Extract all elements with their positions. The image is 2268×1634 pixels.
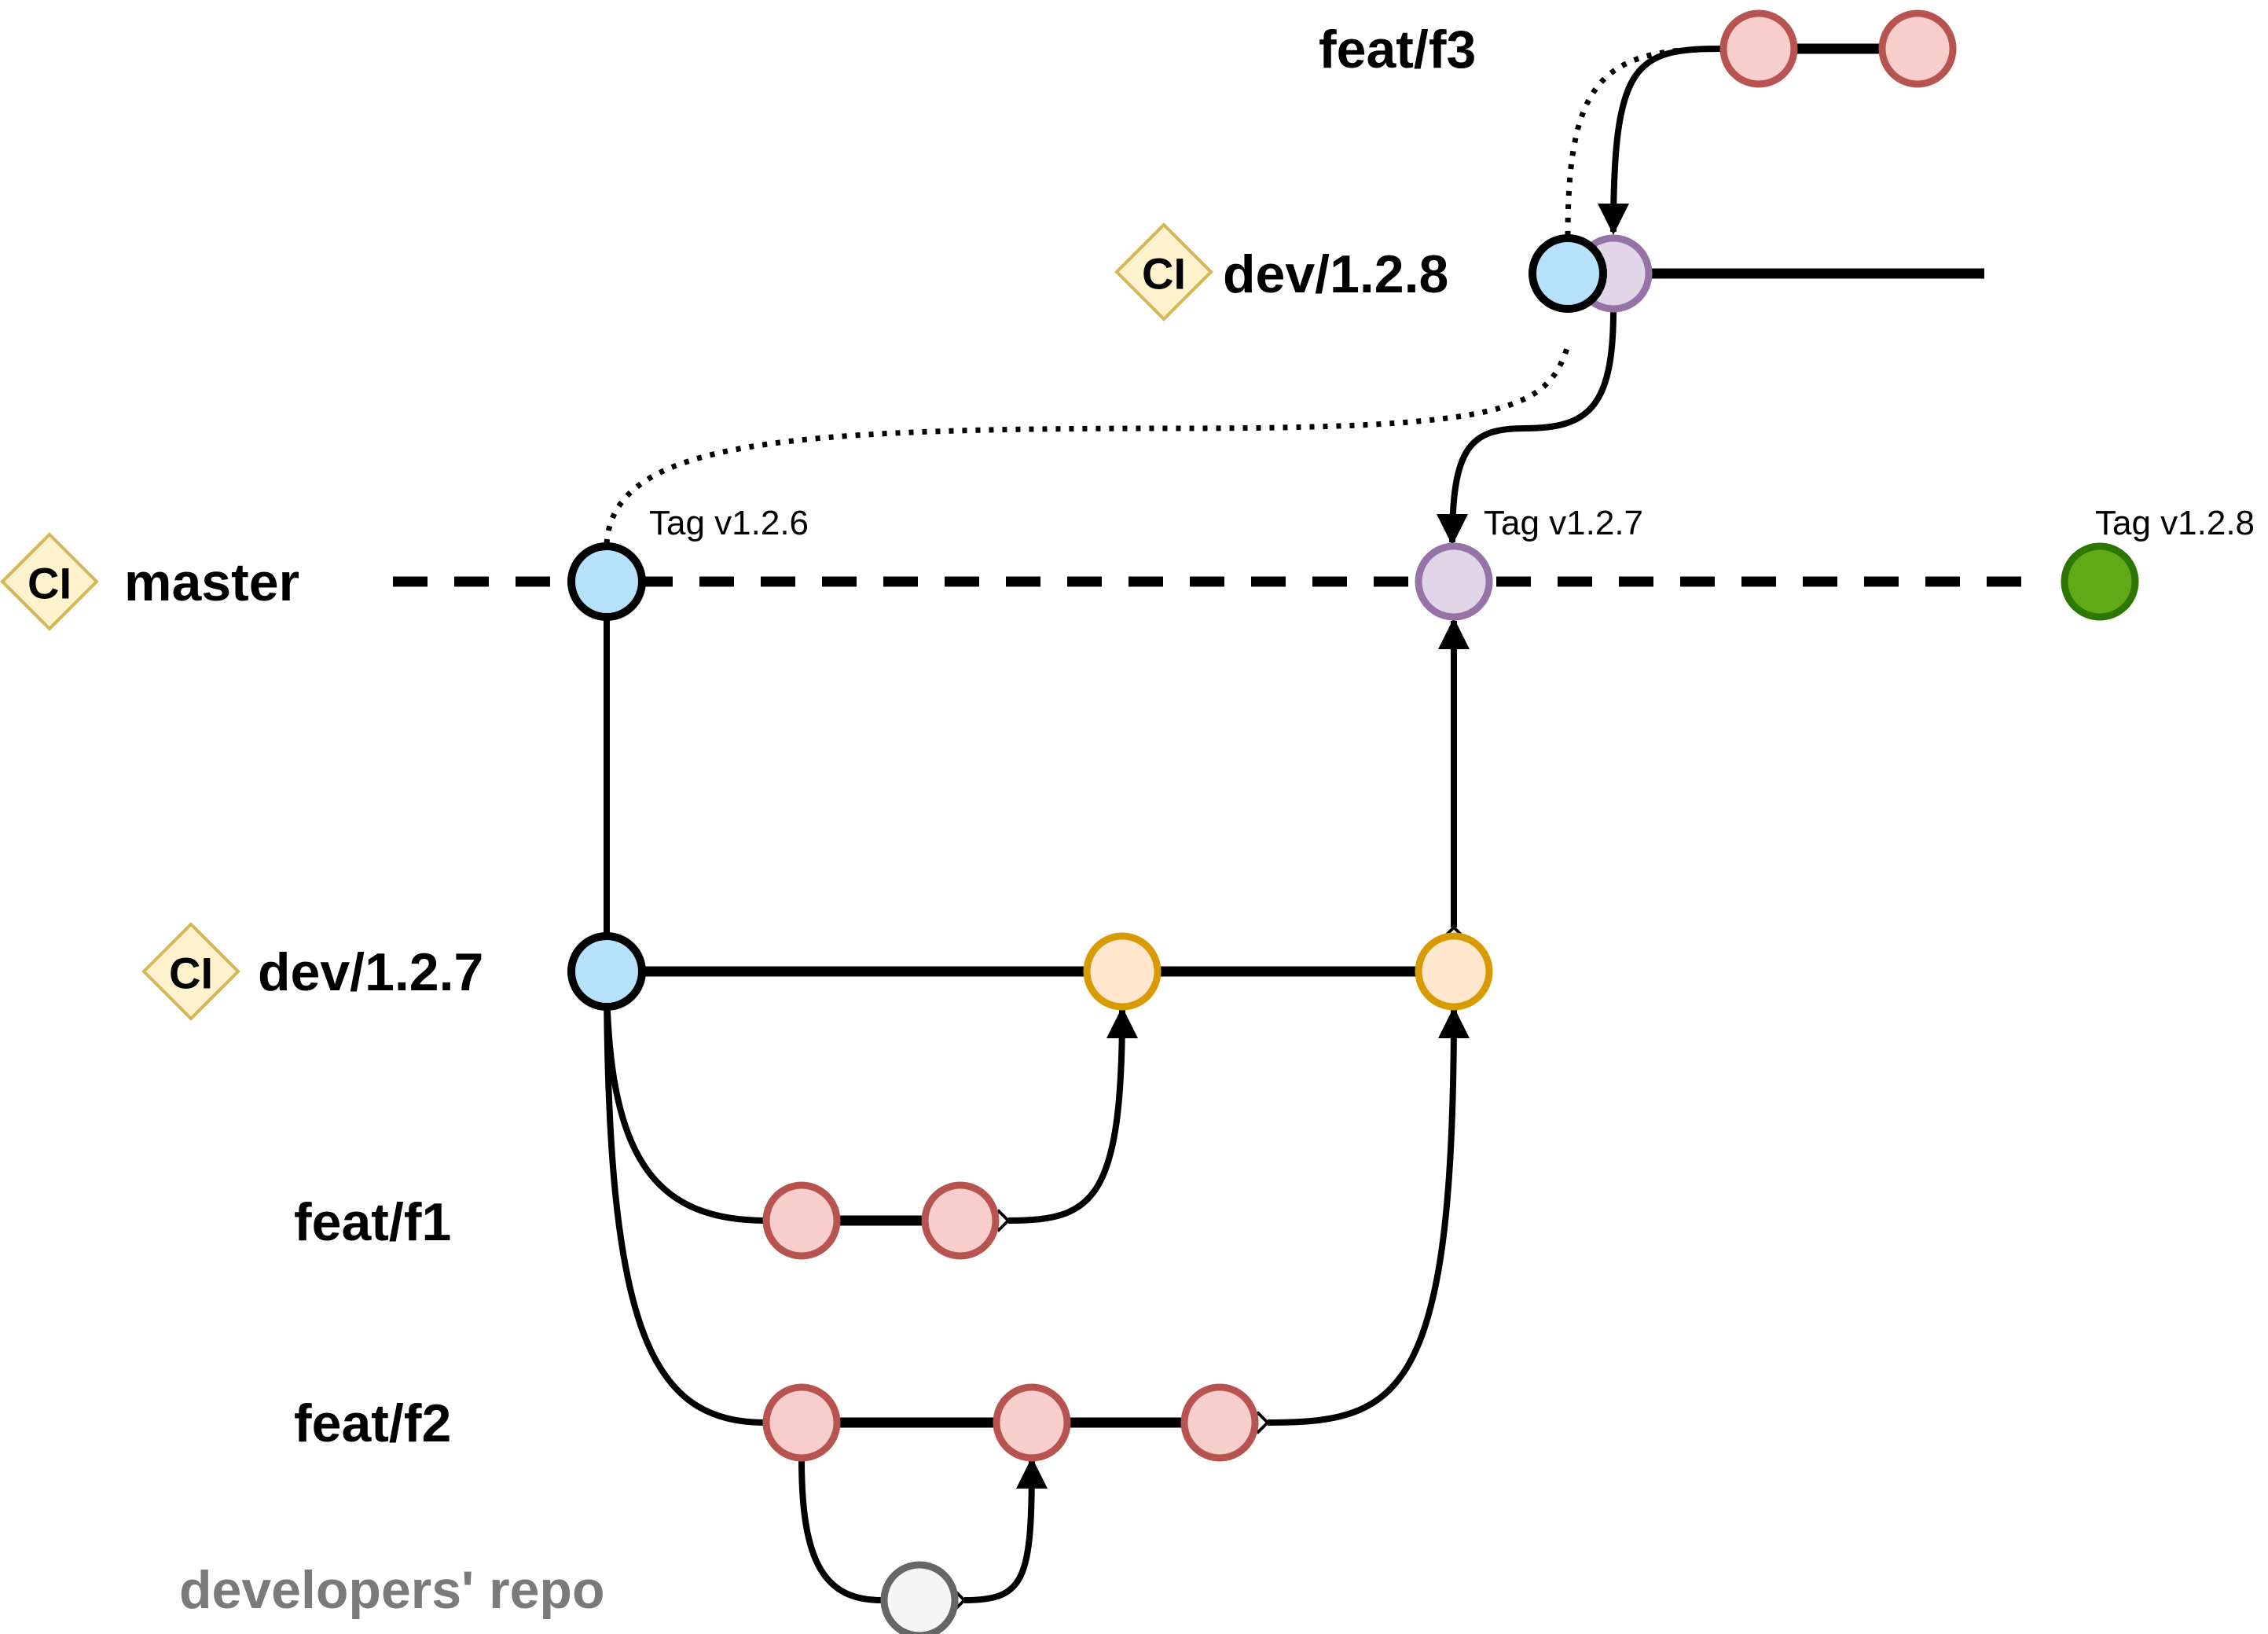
merge-feat-f2 bbox=[1268, 1010, 1454, 1423]
branch-label-dev128: dev/1.2.8 bbox=[1223, 244, 1448, 304]
branch-to-dev-repo bbox=[798, 1459, 883, 1603]
ci-badge-label: CI bbox=[28, 559, 72, 608]
commit-feat-f2-2 bbox=[993, 1383, 1071, 1462]
commits bbox=[567, 9, 2139, 1634]
branch-label-master: master bbox=[124, 553, 299, 612]
ci-diamond-icon bbox=[141, 922, 240, 1021]
merge-dev128-to-master bbox=[1437, 310, 1617, 545]
branch-label-dev127: dev/1.2.7 bbox=[258, 942, 483, 1002]
merge-feat-f1 bbox=[1008, 1010, 1122, 1221]
dotted-dev128-to-feat-f3 bbox=[1565, 46, 1722, 237]
commit-feat-f3-1 bbox=[1719, 9, 1798, 88]
edges bbox=[393, 43, 2043, 1603]
commit-feat-f1-1 bbox=[762, 1181, 841, 1260]
branch-to-feat-f2 bbox=[604, 971, 767, 1426]
commit-dev128-blue bbox=[1529, 234, 1607, 313]
ci-badge-master: CI bbox=[0, 532, 99, 631]
branch-label-developers-repo: developers' repo bbox=[179, 1560, 604, 1620]
ci-badge-dev128: CI bbox=[1114, 222, 1213, 321]
commit-dev127-start bbox=[567, 932, 646, 1011]
tag-label-v128: Tag v1.2.8 bbox=[2095, 504, 2255, 542]
commit-master-v126 bbox=[567, 542, 646, 621]
branch-label-feat-f2: feat/f2 bbox=[294, 1393, 451, 1453]
commit-master-v128 bbox=[2061, 542, 2139, 621]
branch-to-feat-f1 bbox=[604, 971, 767, 1224]
branch-label-feat-f1: feat/f1 bbox=[294, 1192, 451, 1252]
commit-dev127-merge-f1 bbox=[1083, 932, 1162, 1011]
ci-diamond-icon bbox=[0, 532, 99, 631]
merge-feat-f3 bbox=[1598, 46, 1722, 235]
commit-feat-f2-1 bbox=[762, 1383, 841, 1462]
ci-badge-label: CI bbox=[1142, 249, 1186, 299]
commit-dev-repo bbox=[880, 1561, 959, 1634]
ci-badge-label: CI bbox=[169, 949, 213, 998]
commit-feat-f3-2 bbox=[1878, 9, 1957, 88]
branch-label-feat-f3: feat/f3 bbox=[1319, 20, 1476, 79]
commit-master-v127 bbox=[1415, 542, 1493, 621]
commit-feat-f2-3 bbox=[1180, 1383, 1259, 1462]
tag-label-v127: Tag v1.2.7 bbox=[1484, 504, 1643, 542]
commit-dev127-merge-f2 bbox=[1415, 932, 1493, 1011]
ci-badge-dev127: CI bbox=[141, 922, 240, 1021]
commit-feat-f1-2 bbox=[921, 1181, 1000, 1260]
tag-label-v126: Tag v1.2.6 bbox=[649, 504, 809, 542]
ci-diamond-icon bbox=[1114, 222, 1213, 321]
merge-dev-repo bbox=[964, 1460, 1032, 1600]
